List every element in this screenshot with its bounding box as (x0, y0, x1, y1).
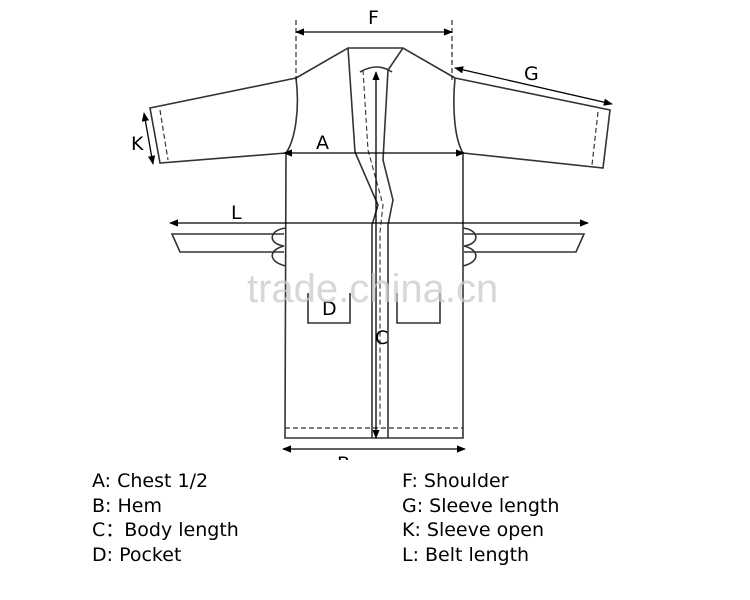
label-D: D (322, 298, 337, 320)
belt-left-end (170, 233, 284, 253)
collar (295, 47, 456, 79)
legend-left: A: Chest 1/2 B: Hem C：Body length D: Poc… (92, 469, 239, 567)
belt-right-end (464, 233, 586, 253)
left-sleeve (149, 77, 297, 164)
bathrobe-measurement-diagram: F G K A L D C B trade.china.cn (131, 7, 613, 460)
label-L: L (231, 202, 242, 224)
legend-item-D: D: Pocket (92, 543, 182, 566)
lapel-right (382, 47, 404, 226)
pocket-left (307, 293, 351, 324)
legend-item-A: A: Chest 1/2 (92, 470, 209, 492)
dim-K-line (141, 112, 156, 165)
label-C: C (375, 327, 388, 349)
label-B: B (337, 453, 350, 460)
front-placket (371, 225, 389, 438)
right-sleeve-cuff (591, 111, 599, 166)
watermark: trade.china.cn (247, 267, 498, 311)
robe-body (284, 77, 464, 439)
legend-item-F: F: Shoulder (402, 470, 509, 492)
legend-right: F: Shoulder G: Sleeve length K: Sleeve o… (402, 469, 559, 567)
legend-item-C: C：Body length (92, 519, 239, 541)
label-K: K (131, 133, 144, 155)
belt-loop-left (271, 227, 287, 267)
label-A: A (316, 132, 329, 154)
robe-outline (149, 47, 611, 439)
label-F: F (368, 7, 379, 29)
legend-item-G: G: Sleeve length (402, 494, 560, 517)
dim-G-line (454, 66, 613, 106)
legend-item-B: B: Hem (92, 494, 162, 517)
label-G: G (524, 63, 539, 85)
legend-item-K: K: Sleeve open (402, 519, 545, 541)
left-sleeve-cuff (159, 109, 169, 161)
legend-item-L: L: Belt length (402, 543, 530, 566)
placket-stitch (362, 69, 384, 428)
pocket-right (396, 293, 441, 324)
dimension-lines (141, 20, 613, 453)
belt-loop-right (462, 227, 477, 267)
right-sleeve (454, 77, 611, 169)
